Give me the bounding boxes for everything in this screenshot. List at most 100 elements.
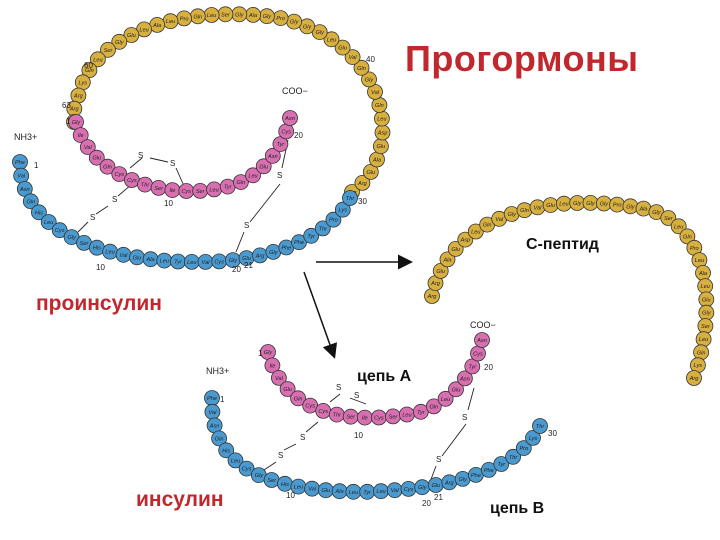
proinsulin-c-peptide-residue-label: Ala xyxy=(248,13,257,19)
proinsulin-a-chain-residue: Val xyxy=(79,139,96,156)
insulin-b-chain-residue-label: Leu xyxy=(376,489,385,495)
insulin-a-chain-residue-label: Asn xyxy=(476,338,487,344)
proinsulin-a-chain-residue: Ile xyxy=(164,182,181,199)
c-peptide-free-residue-label: Gln xyxy=(483,223,492,229)
insulin-b-chain-residue: Val xyxy=(304,480,321,497)
disulfide-bond xyxy=(95,205,109,215)
proinsulin-b-chain-bead xyxy=(40,214,57,230)
c-peptide-free-residue: Gly xyxy=(582,194,599,211)
insulin-b-chain-residue-label: Phe xyxy=(471,473,481,479)
c-peptide-free-residue: Glu xyxy=(698,291,715,308)
c-peptide-free-residue-label: Ala xyxy=(638,207,647,213)
c-peptide-free-residue-label: Gly xyxy=(573,201,583,207)
proinsulin-b-chain-residue: Val xyxy=(13,167,30,184)
insulin-label: инсулин xyxy=(136,488,224,511)
insulin-a-chain-residue: Gly xyxy=(260,344,276,360)
insulin-b-chain-residue: Gly xyxy=(414,479,431,496)
proinsulin-a-chain-residue: Glu xyxy=(88,149,105,166)
c-peptide-free-residue: Val xyxy=(529,199,546,216)
proinsulin-b-chain-bead xyxy=(291,234,307,251)
insulin-b-chain-residue-label: Arg xyxy=(444,480,455,486)
c-peptide-free-bead xyxy=(439,251,456,268)
c-peptide-free-residue-label: Glu xyxy=(702,297,711,303)
c-peptide-free-residue: Gln xyxy=(516,202,533,219)
residue-num: 10 xyxy=(354,431,363,440)
residue-num: 21 xyxy=(244,261,253,270)
proinsulin-c-peptide-residue: Gln xyxy=(81,62,98,79)
c-peptide-free-residue: Pro xyxy=(609,196,625,213)
insulin-a-chain-residue: Cys xyxy=(470,345,486,362)
proinsulin-a-chain-bead xyxy=(232,174,249,191)
proinsulin-c-peptide-bead xyxy=(111,33,128,50)
proinsulin-c-peptide-residue-label: Gly xyxy=(365,77,375,83)
proinsulin-a-chain-residue: Thr xyxy=(137,176,153,193)
proinsulin-b-chain-residue: Gly xyxy=(63,229,80,246)
disulfide-bond xyxy=(175,167,185,187)
proinsulin-c-peptide-residue-label: Arg xyxy=(357,181,368,187)
disulfide-bond xyxy=(441,423,467,457)
proinsulin-a-chain-residue: Cys xyxy=(123,172,140,188)
disulfide-bond xyxy=(129,157,143,169)
insulin-b-chain-residue: Glu xyxy=(317,482,334,499)
proinsulin-b-chain-residue: Val xyxy=(115,246,132,263)
s-label: S xyxy=(436,455,441,464)
c-peptide-free-residue: Gly xyxy=(569,195,586,211)
s-label: S xyxy=(112,195,117,204)
proinsulin-c-peptide-bead xyxy=(123,27,140,43)
proinsulin-c-peptide-residue: Gly xyxy=(286,13,303,30)
insulin-b-chain-residue: Thr xyxy=(505,448,521,465)
c-peptide-free-residue: Ser xyxy=(660,210,677,226)
proinsulin-c-peptide-residue-label: Gln xyxy=(357,66,366,72)
proinsulin-b-chain-bead xyxy=(31,204,47,221)
c-peptide-free-residue-label: Gly xyxy=(702,311,712,317)
proinsulin-b-chain-residue-label: Ala xyxy=(146,257,155,263)
bond-lines-layer xyxy=(77,139,475,483)
c-peptide-free-residue-label: Leu xyxy=(471,230,480,236)
c-peptide-free-residue: Leu xyxy=(556,195,572,212)
proinsulin-a-chain-residue: Tyr xyxy=(219,178,236,195)
c-peptide-free-residue-label: Lys xyxy=(694,363,703,369)
proinsulin-c-peptide-residue-label: Leu xyxy=(93,57,102,63)
c-peptide-free-residue-label: Gln xyxy=(520,208,529,214)
insulin-b-chain-residue: Gly xyxy=(454,470,471,487)
proinsulin-b-chain-residue: Leu xyxy=(102,243,118,260)
insulin-a-chain-bead xyxy=(456,370,473,387)
insulin-a-chain-residue: Val xyxy=(270,369,287,386)
residue-num: 60 xyxy=(84,61,93,70)
c-peptide-free-residue-label: Ser xyxy=(664,216,674,222)
insulin-b-chain-residue: His xyxy=(276,475,293,492)
proinsulin-c-peptide-residue-label: Glu xyxy=(366,170,375,176)
proinsulin-b-chain-residue-label: Val xyxy=(120,253,129,259)
insulin-b-chain-residue-label: Phe xyxy=(484,468,494,474)
proinsulin-a-chain-residue-label: Ser xyxy=(196,189,206,195)
insulin-a-chain-residue: Thr xyxy=(328,406,345,423)
proinsulin-b-chain-residue-label: Leu xyxy=(160,259,169,265)
insulin-a-chain-bead xyxy=(425,398,442,415)
proinsulin-b-chain-residue: Glu xyxy=(238,250,255,267)
proinsulin-b-chain-residue-label: Lys xyxy=(338,208,347,214)
nh3-label: NH3+ xyxy=(14,132,37,142)
insulin-a-chain-residue: Ser xyxy=(342,408,359,425)
proinsulin-c-peptide-residue-label: Leu xyxy=(166,19,175,25)
proinsulin-c-peptide-residue: Gly xyxy=(111,33,128,50)
proinsulin-a-chain-residue-label: Cys xyxy=(114,172,124,178)
proinsulin-b-chain-residue-label: Glu xyxy=(242,256,251,262)
insulin-a-chain-bead xyxy=(270,369,287,386)
insulin-b-chain-residue-label: Tyr xyxy=(363,490,372,496)
proinsulin-c-peptide-residue-label: Lys xyxy=(78,80,87,86)
proinsulin-a-chain-residue-label: Leu xyxy=(209,187,218,193)
proinsulin-b-chain-residue-label: Thr xyxy=(346,196,356,202)
residue-num: 10 xyxy=(164,199,173,208)
s-label: S xyxy=(170,159,175,168)
proinsulin-c-peptide-residue: Ala xyxy=(369,151,385,168)
proinsulin-a-chain-residue-label: Thr xyxy=(141,183,151,189)
proinsulin-b-chain-residue-label: Gln xyxy=(26,199,35,205)
proinsulin-a-chain-residue: Gln xyxy=(99,158,116,175)
insulin-b-chain-residue-label: Gly xyxy=(255,473,265,479)
insulin-a-chain-residue: Leu xyxy=(398,406,415,423)
proinsulin-a-chain-residue-label: Asn xyxy=(267,154,278,160)
insulin-b-chain-residue-label: Glu xyxy=(321,488,330,494)
insulin-b-chain-residue: His xyxy=(218,442,235,459)
insulin-a-chain-residue-label: Ser xyxy=(346,415,356,421)
proinsulin-b-chain-residue-label: Arg xyxy=(255,253,266,259)
